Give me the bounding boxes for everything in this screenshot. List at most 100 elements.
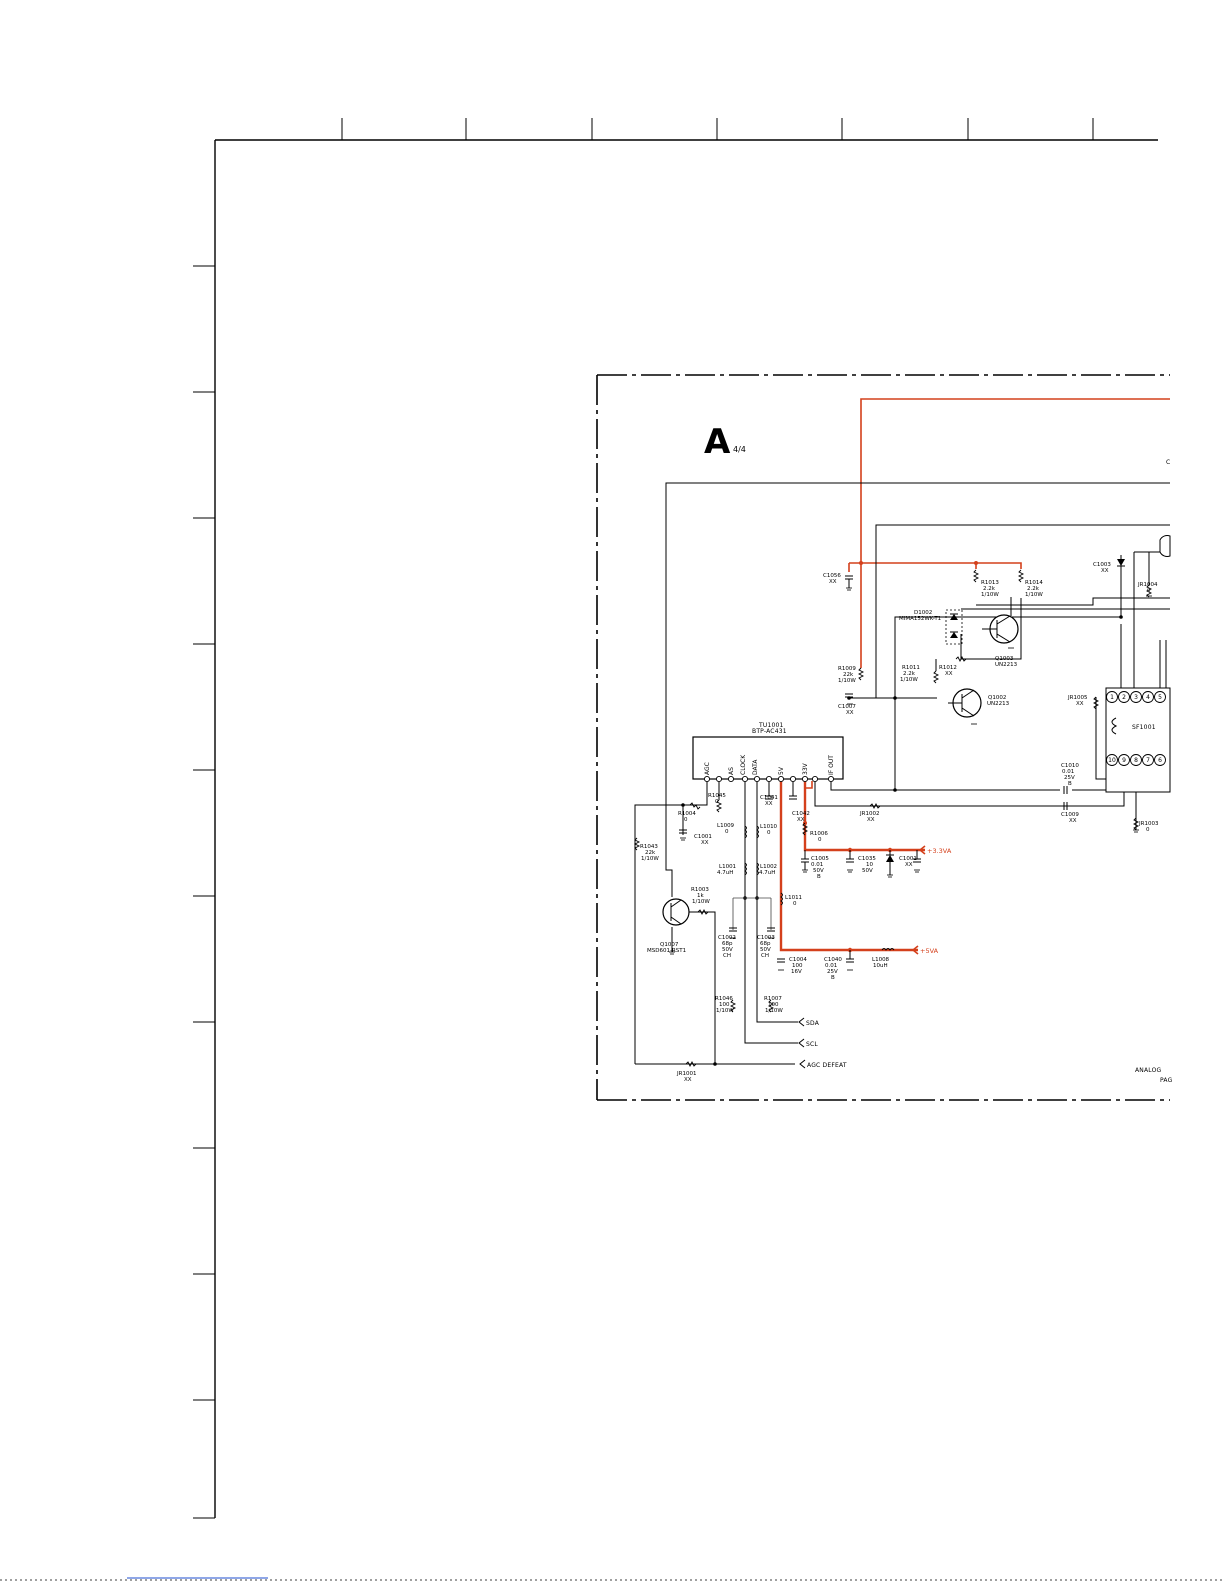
c1005-v: 50V [813, 868, 824, 874]
r1007-ref: R1007 [764, 996, 782, 1002]
jr1002-val: XX [867, 817, 875, 823]
r1014-w: 1/10W [1025, 592, 1043, 598]
c1004-ref: C1004 [789, 957, 807, 963]
r1013-ref: R1013 [981, 580, 999, 586]
c1041-ref: C1041 [760, 795, 778, 801]
c1007-ref: C1007 [838, 704, 856, 710]
r1006-ref: R1006 [810, 831, 828, 837]
rail-5v-label: +5VA [920, 947, 939, 955]
red-supply-nets [779, 398, 1170, 953]
diode-c1003 [1117, 559, 1125, 567]
r1006-val: 0 [818, 837, 822, 843]
transistor-q1003 [982, 614, 1019, 644]
l1011-val: 0 [793, 901, 797, 907]
tuner-pin-5v: 5V [778, 766, 785, 775]
r1003-w: 1/10W [692, 899, 710, 905]
c1005-ref: C1005 [811, 856, 829, 862]
r1043-ref: R1043 [640, 844, 658, 850]
c1004-v: 16V [791, 969, 802, 975]
c1041-val: XX [765, 801, 773, 807]
l1001-ref: L1001 [719, 864, 736, 870]
r1004-val: 0 [684, 817, 688, 823]
c1040-ref: C1040 [824, 957, 842, 963]
sf-pin-8: 8 [1134, 757, 1138, 764]
footer-analog: ANALOG [1135, 1067, 1162, 1074]
l1002-val: 4.7uH [759, 870, 775, 876]
q1003-part: UN2213 [995, 662, 1018, 668]
c1001b-ref: C1001 [899, 856, 917, 862]
r1003-ref: R1003 [691, 887, 709, 893]
c1040-val: 0.01 [825, 963, 837, 969]
q1002-part: UN2213 [987, 701, 1010, 707]
r1014-val: 2.2k [1027, 586, 1040, 592]
sf-pin-3: 3 [1134, 694, 1138, 701]
l1008-ref: L1008 [872, 957, 890, 963]
q1007-part: MSD601-RST1 [647, 948, 686, 954]
r1013-w: 1/10W [981, 592, 999, 598]
r1012-ref: R1012 [939, 665, 957, 671]
capacitors [679, 575, 1068, 963]
block-frame [596, 374, 1170, 1101]
transistor-q1007 [662, 898, 690, 926]
c1003b-val: 68p [760, 941, 771, 947]
r1009-w: 1/10W [838, 678, 856, 684]
c1005-val: 0.01 [811, 862, 823, 868]
q1007-ref: Q1007 [660, 942, 679, 948]
c1035-ref: C1035 [858, 856, 876, 862]
c1004-val: 100 [792, 963, 803, 969]
c1056-ref: C1056 [823, 573, 841, 579]
sf-pin-10: 10 [1108, 757, 1116, 764]
c1002-ref: C1002 [718, 935, 736, 941]
inductors [744, 825, 895, 951]
l1008-val: 10uH [873, 963, 888, 969]
c1001a-val: XX [701, 840, 709, 846]
l1002-ref: L1002 [760, 864, 777, 870]
jr1005-ref: JR1005 [1067, 695, 1088, 701]
signal-sda: SDA [806, 1020, 820, 1027]
sf-pin-5: 5 [1158, 694, 1162, 701]
signal-scl: SCL [806, 1041, 818, 1048]
sf-pin-6: 6 [1158, 757, 1162, 764]
r1046-w: 1/10W [716, 1008, 734, 1014]
q1003-ref: Q1003 [995, 656, 1014, 662]
r1043-w: 1/10W [641, 856, 659, 862]
partial-label: C [1166, 459, 1170, 466]
r1046-val: 100 [719, 1002, 730, 1008]
r1004-ref: R1004 [678, 811, 696, 817]
tuner-pin-as: AS [728, 767, 735, 775]
q1002-ref: Q1002 [988, 695, 1006, 701]
r1045-val: 0 [715, 799, 719, 805]
c1035-v: 50V [862, 868, 873, 874]
tuner-pin-if-out: IF OUT [828, 755, 835, 775]
saw-filter: 1 2 3 4 5 10 9 8 7 6 SF1001 [1105, 535, 1171, 793]
sf-pin-9: 9 [1122, 757, 1126, 764]
jr1001-val: XX [684, 1077, 692, 1083]
rail-3v3-label: +3.3VA [927, 847, 952, 855]
c1003b-type: CH [761, 953, 769, 959]
block-fraction: 4/4 [733, 445, 746, 454]
c1009-ref: C1009 [1061, 812, 1079, 818]
sf-pin-1: 1 [1110, 694, 1114, 701]
c1003-val: XX [1101, 568, 1109, 574]
l1001-val: 4.7uH [717, 870, 733, 876]
sf-pin-4: 4 [1146, 694, 1150, 701]
r1007-w: 1/10W [765, 1008, 783, 1014]
c1056-val: XX [829, 579, 837, 585]
l1009-ref: L1009 [717, 823, 735, 829]
l1011-ref: L1011 [785, 895, 802, 901]
c1010-ref: C1010 [1061, 763, 1079, 769]
c1005-type: B [817, 874, 821, 880]
r1045-ref: R1045 [708, 793, 726, 799]
r1011-w: 1/10W [900, 677, 918, 683]
c1002-type: CH [723, 953, 731, 959]
r1012-val: XX [945, 671, 953, 677]
jr1001-ref: JR1001 [676, 1071, 696, 1077]
resistors [633, 569, 1153, 1068]
jr1003-val: 0 [1146, 827, 1150, 833]
c1035-val: 10 [866, 862, 873, 868]
r1007-val: 100 [768, 1002, 779, 1008]
component-labels: C1056 XX R1013 2.2k 1/10W R1014 2.2k 1/1… [640, 562, 1159, 1083]
c1003b-ref: C1003 [757, 935, 775, 941]
jr1002-ref: JR1002 [859, 811, 879, 817]
